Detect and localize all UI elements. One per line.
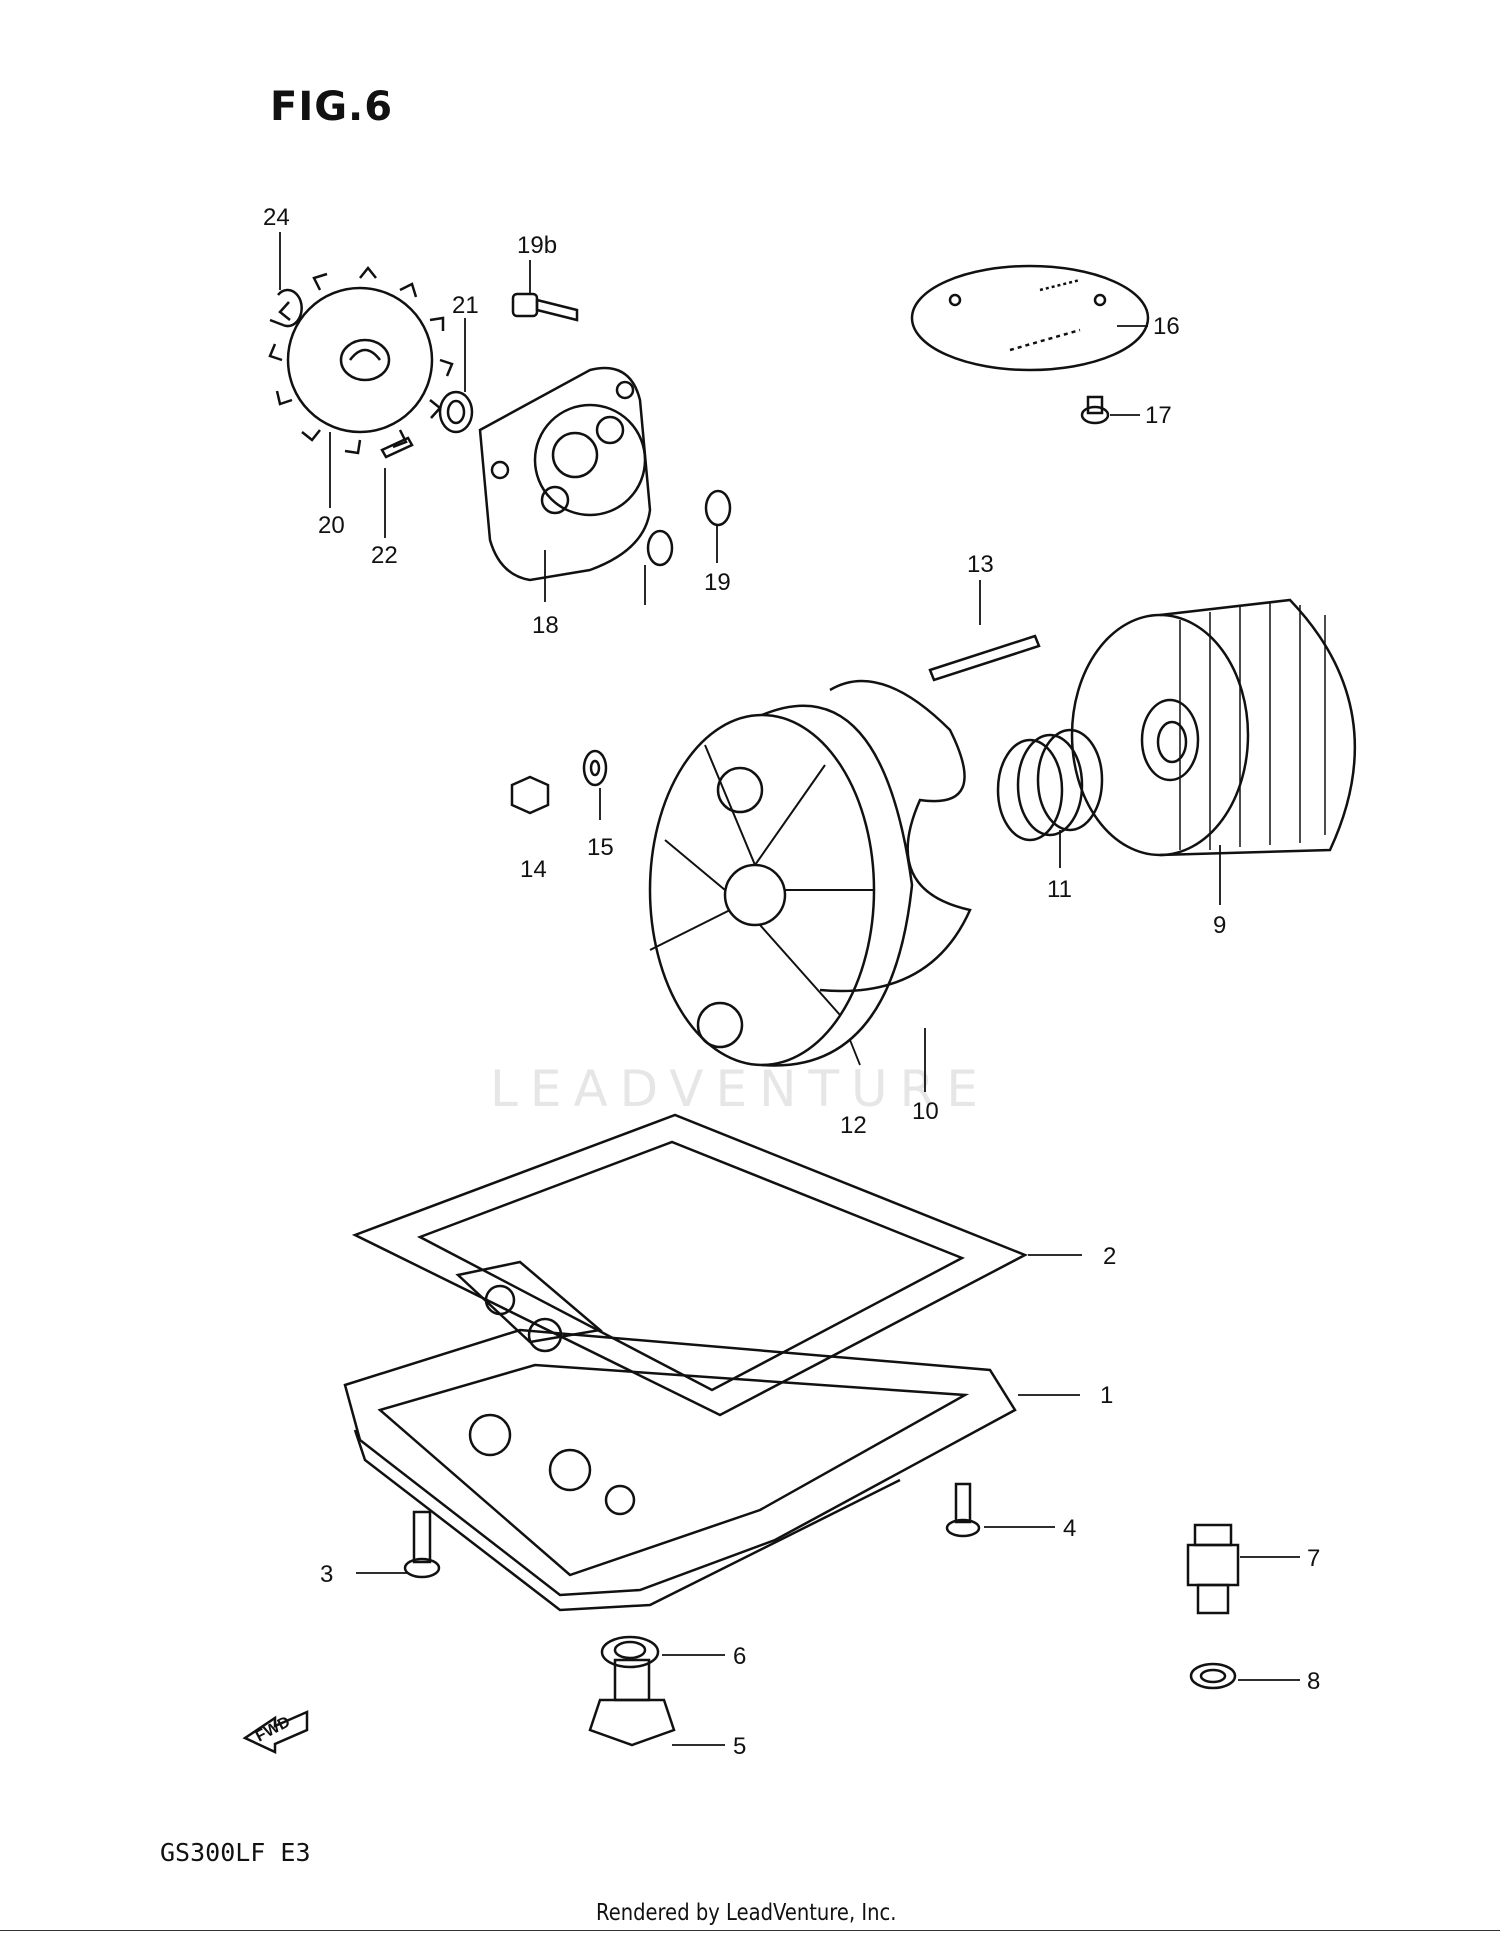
oil-pressure-switch-drawing <box>1186 1523 1240 1615</box>
callout-label-17: 17 <box>1145 402 1172 429</box>
callout-label-1: 1 <box>1100 1382 1113 1409</box>
pump-o-ring-second-drawing <box>646 529 674 567</box>
callout-label-14: 14 <box>520 856 547 883</box>
oil-pan-drawing <box>343 1328 1017 1612</box>
leader-lines <box>279 232 1300 1746</box>
pump-bolt-drawing <box>511 292 579 322</box>
oil-filter-drawing <box>1070 598 1356 857</box>
callout-labels: 24 20 22 21 19b 18 19 16 17 13 9 11 10 1… <box>253 204 1320 1760</box>
cap-washer-drawing <box>582 749 608 787</box>
callout-label-4: 4 <box>1063 1515 1076 1542</box>
render-credit: Rendered by LeadVenture, Inc. <box>596 1900 897 1926</box>
forward-direction-arrow <box>242 1710 309 1754</box>
circlip-drawing <box>269 288 303 328</box>
switch-gasket-drawing <box>1189 1662 1237 1690</box>
figure-title: FIG.6 <box>270 84 394 130</box>
filter-cap-o-ring-drawing <box>819 679 972 993</box>
callout-label-20: 19b <box>517 232 557 259</box>
callout-label-9: 9 <box>1213 912 1226 939</box>
watermark: LEADVENTURE <box>490 1060 990 1118</box>
callout-label-18: 18 <box>532 612 559 639</box>
oil-pan-bolt-drawing <box>403 1510 441 1579</box>
callout-label-10: 10 <box>912 1098 939 1125</box>
gear-pin-drawing <box>380 436 414 459</box>
callout-label-5: 5 <box>733 1733 746 1760</box>
oil-pump-drawing <box>478 366 652 582</box>
oil-pan-bolt-short-drawing <box>945 1482 981 1538</box>
cover-plate-drawing <box>910 264 1150 372</box>
drain-plug-gasket-drawing <box>600 1635 660 1669</box>
callout-label-16: 16 <box>1153 313 1180 340</box>
callout-label-6: 6 <box>733 1643 746 1670</box>
callout-label-3: 3 <box>320 1561 333 1588</box>
callout-label-2: 2 <box>1103 1243 1116 1270</box>
callout-label-15: 15 <box>587 834 614 861</box>
oil-filter-cap-drawing <box>648 704 914 1067</box>
filter-cap-stud-drawing <box>928 634 1041 682</box>
pump-o-ring-drawing <box>704 489 732 527</box>
callout-label-7: 7 <box>1307 1545 1320 1572</box>
callout-label-23: 22 <box>371 542 398 569</box>
drain-plug-drawing <box>588 1658 676 1747</box>
callout-label-21: 20 <box>318 512 345 539</box>
callout-label-8: 8 <box>1307 1668 1320 1695</box>
callout-label-11: 11 <box>1047 876 1072 903</box>
footer-divider <box>0 1930 1500 1931</box>
callout-label-22: 21 <box>452 292 479 319</box>
callout-label-19-upper: 19 <box>704 569 731 596</box>
cap-nut-drawing <box>510 775 550 815</box>
callout-label-13: 13 <box>967 551 994 578</box>
model-code: GS300LF E3 <box>160 1838 311 1867</box>
callout-label-12: 12 <box>840 1112 867 1139</box>
gear-washer-drawing <box>438 390 474 434</box>
callout-label-24: 24 <box>263 204 290 231</box>
filter-spring-drawing <box>996 728 1104 842</box>
oil-pan-gasket-drawing <box>351 1113 1028 1417</box>
cover-screw-drawing <box>1080 395 1110 425</box>
